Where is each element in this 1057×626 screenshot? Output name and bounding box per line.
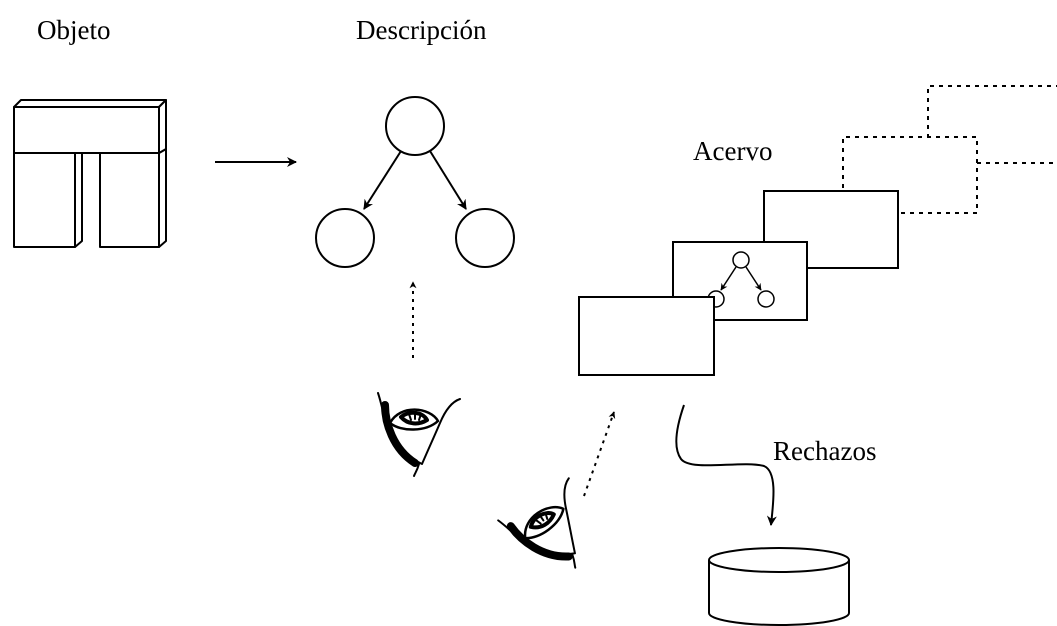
eye-icon (497, 477, 577, 569)
label-acervo: Acervo (693, 136, 772, 166)
arch-blocks-icon (13, 99, 167, 248)
label-rechazos: Rechazos (773, 436, 876, 466)
database-cylinder-icon (708, 547, 850, 626)
collection-to-rejects-arrow (675, 404, 777, 526)
label-objeto: Objeto (37, 15, 111, 45)
tree-graph-icon (315, 96, 515, 268)
observer-to-collection-dotted-arrow (583, 411, 616, 497)
stacked-cards-icon (578, 85, 1057, 376)
label-descripcion: Descripción (356, 15, 487, 45)
eye-icon (377, 392, 461, 477)
